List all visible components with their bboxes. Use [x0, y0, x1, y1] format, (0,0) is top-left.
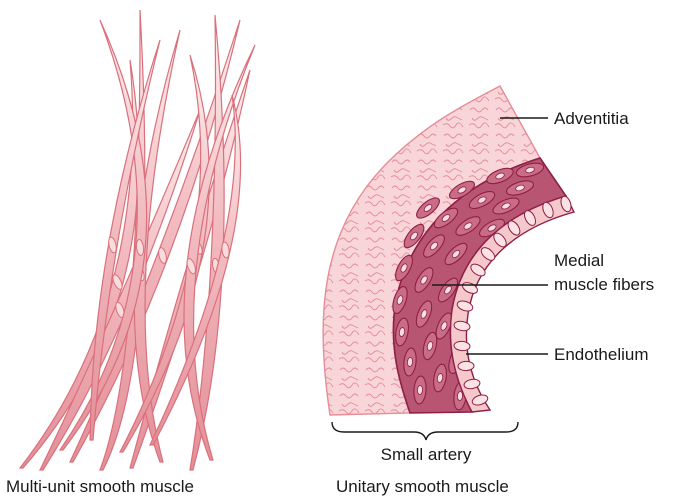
medial-cell-nucleus [463, 222, 473, 230]
medial-cell-nucleus [423, 204, 433, 212]
endothelial-cell [493, 232, 507, 248]
medial-cell-nucleus [398, 327, 406, 337]
medial-cell-nucleus [515, 184, 525, 192]
multi-unit-caption: Multi-unit smooth muscle [6, 477, 194, 496]
medial-cell-nucleus [457, 186, 467, 194]
medial-cell-nucleus [501, 202, 511, 210]
endothelial-cell [463, 378, 481, 390]
unitary-caption: Unitary smooth muscle [336, 477, 509, 496]
endothelium-label: Endothelium [554, 345, 649, 364]
endothelial-cell [453, 320, 471, 332]
endothelial-cell [480, 247, 496, 261]
medial-cell-nucleus [444, 285, 452, 295]
medial-cell-nucleus [420, 275, 428, 285]
medial-cell-nucleus [416, 385, 424, 395]
muscle-fiber [189, 14, 225, 471]
medial-cell-nucleus [396, 295, 404, 305]
endothelial-cell [456, 300, 474, 312]
medial-cell-nucleus [477, 196, 487, 204]
fiber-nucleus [108, 236, 117, 254]
medial-cell-nucleus [441, 214, 451, 222]
fiber-nucleus [221, 241, 230, 259]
fiber-nucleus [112, 274, 123, 290]
muscle-fiber [149, 94, 242, 446]
multi-unit-fiber-bundle [18, 9, 256, 471]
fiber-nucleus [135, 239, 145, 256]
medial-cell-nucleus [426, 341, 434, 351]
medial-cell-nucleus [436, 373, 444, 383]
small-artery-label: Small artery [381, 445, 472, 464]
medial-cell-nucleus [456, 391, 464, 401]
fiber-nucleus [186, 258, 196, 275]
adventitia-label: Adventitia [554, 109, 629, 128]
medial-cell-nucleus [430, 241, 438, 251]
muscle-fiber [58, 19, 148, 451]
medial-cell-nucleus [440, 321, 448, 331]
medial-cell-nucleus [525, 166, 535, 174]
medial-cell-nucleus [487, 224, 497, 232]
small-artery-brace [331, 421, 519, 441]
medial-cell-nucleus [495, 172, 505, 180]
muscle-fiber [99, 9, 146, 471]
medial-cell-nucleus [451, 249, 461, 259]
small-artery-wall [322, 85, 576, 416]
medial-cell-nucleus [406, 357, 414, 367]
endothelial-cell [507, 220, 521, 236]
medial-label-line1: Medial [554, 251, 604, 270]
muscle-fiber [133, 29, 181, 463]
endothelial-cell [471, 394, 489, 406]
endothelial-cell [523, 210, 537, 226]
endothelial-cell [560, 195, 572, 213]
muscle-fiber [89, 39, 161, 441]
endothelial-cell [457, 360, 475, 372]
medial-cell-nucleus [410, 231, 418, 241]
medial-cell-nucleus [420, 309, 428, 319]
medial-label-line2: muscle fibers [554, 275, 654, 294]
endothelial-cell [453, 340, 471, 352]
fiber-nucleus [158, 247, 167, 264]
endothelial-cell [470, 263, 486, 277]
medial-cell-nucleus [400, 263, 408, 273]
endothelial-cell [542, 201, 554, 219]
